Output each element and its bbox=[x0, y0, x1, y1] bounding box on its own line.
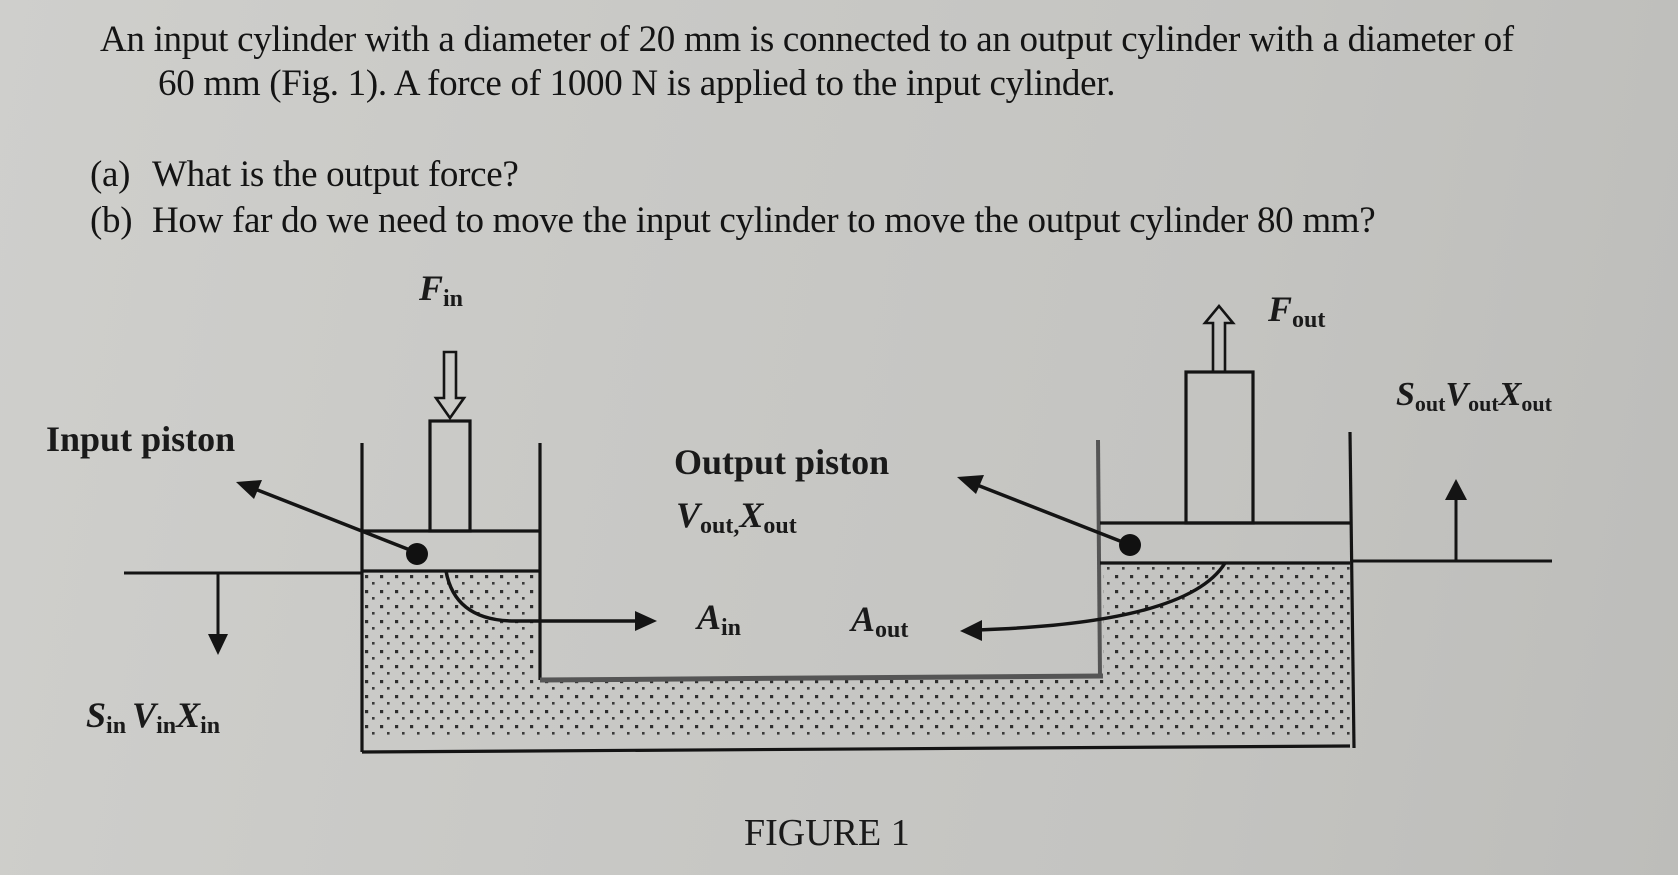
cylinder-walls bbox=[360, 431, 1356, 754]
area-in-label: Ain bbox=[695, 597, 741, 641]
problem-line-1: An input cylinder with a diameter of 20 … bbox=[100, 19, 1514, 60]
problem-statement: An input cylinder with a diameter of 20 … bbox=[100, 18, 1660, 106]
area-in-arrow-icon bbox=[444, 570, 657, 631]
reference-lines bbox=[124, 559, 1552, 575]
output-piston-pointer-arrow-icon bbox=[957, 475, 1121, 543]
input-displacement-arrow-icon bbox=[208, 573, 228, 655]
question-text: How far do we need to move the input cyl… bbox=[152, 200, 1376, 241]
force-in-arrow-icon bbox=[433, 350, 467, 421]
velocity-displacement-out-label: Vout,Xout bbox=[676, 495, 797, 539]
question-text: What is the output force? bbox=[152, 154, 519, 195]
output-displacement-arrow-icon bbox=[1445, 479, 1467, 561]
input-piston-label: Input piston bbox=[46, 419, 235, 459]
question-list: (a) What is the output force? (b) How far … bbox=[90, 152, 1376, 244]
output-motion-label: SoutVoutXout bbox=[1396, 376, 1553, 416]
output-piston bbox=[1100, 370, 1350, 565]
input-piston-pointer-arrow-icon bbox=[236, 480, 411, 552]
hydraulic-fluid bbox=[362, 563, 1352, 735]
area-out-arrow-icon bbox=[960, 562, 1227, 641]
question-b: (b) How far do we need to move the input … bbox=[90, 198, 1376, 244]
question-a: (a) What is the output force? bbox=[90, 152, 1375, 198]
force-in-label: Fin bbox=[418, 268, 463, 312]
figure-caption: FIGURE 1 bbox=[744, 812, 910, 854]
output-piston-label: Output piston bbox=[674, 442, 889, 482]
problem-line-2: 60 mm (Fig. 1). A force of 1000 N is app… bbox=[158, 63, 1116, 104]
area-out-label: Aout bbox=[849, 599, 908, 643]
force-out-label: Fout bbox=[1267, 289, 1325, 333]
force-out-arrow-icon bbox=[1202, 303, 1236, 372]
question-label: (a) bbox=[90, 154, 131, 195]
input-piston bbox=[362, 419, 540, 573]
question-label: (b) bbox=[90, 200, 133, 241]
